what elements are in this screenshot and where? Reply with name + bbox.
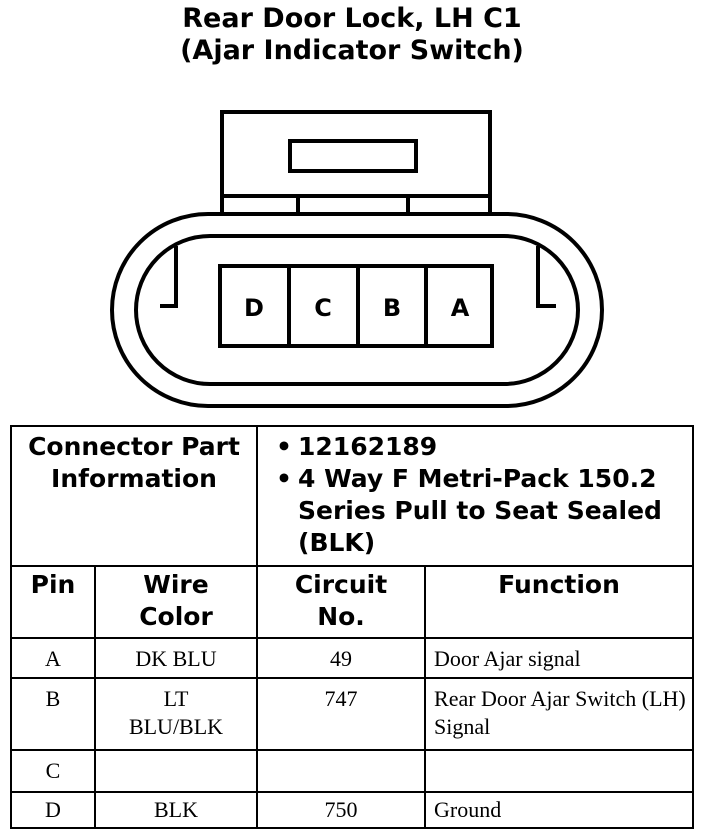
connector-face-diagram: D C B A bbox=[110, 110, 604, 408]
table-row: C bbox=[10, 749, 695, 793]
row-b-circuit-cell: 747 bbox=[256, 677, 427, 751]
row-a-wire: DK BLU bbox=[135, 646, 217, 671]
row-a-function-cell: Door Ajar signal bbox=[424, 637, 695, 679]
header-row: Pin Wire Color Circuit No. Function bbox=[10, 565, 695, 639]
diagram-title: Rear Door Lock, LH C1 bbox=[182, 3, 522, 34]
row-c-circuit-cell bbox=[256, 749, 427, 793]
header-function: Function bbox=[498, 570, 620, 599]
part-info-values-cell: 12162189 4 Way F Metri-Pack 150.2 Series… bbox=[256, 425, 695, 567]
connector-info-table: Connector Part Information 12162189 4 Wa… bbox=[9, 425, 695, 829]
latch-slot bbox=[288, 139, 418, 173]
header-circuit: Circuit No. bbox=[294, 570, 388, 631]
part-info-label: Connector Part Information bbox=[28, 432, 240, 493]
row-c-wire bbox=[96, 751, 256, 757]
header-wire-cell: Wire Color bbox=[93, 565, 259, 639]
row-d-circuit: 750 bbox=[324, 797, 358, 822]
diagram-subtitle: (Ajar Indicator Switch) bbox=[180, 35, 524, 66]
row-d-wire-cell: BLK bbox=[93, 791, 259, 829]
row-a-wire-cell: DK BLU bbox=[93, 637, 259, 679]
row-d-wire: BLK bbox=[154, 797, 198, 822]
row-d-function-cell: Ground bbox=[424, 791, 695, 829]
row-c-function bbox=[426, 751, 692, 757]
pin-label-d: D bbox=[244, 294, 264, 322]
part-info-label-cell: Connector Part Information bbox=[9, 425, 259, 567]
row-d-circuit-cell: 750 bbox=[256, 791, 427, 829]
row-c-pin-cell: C bbox=[10, 749, 96, 793]
part-description: 4 Way F Metri-Pack 150.2 Series Pull to … bbox=[276, 463, 692, 559]
row-a-pin-cell: A bbox=[10, 637, 96, 679]
table-row: B LT BLU/BLK 747 Rear Door Ajar Switch (… bbox=[10, 677, 695, 751]
row-a-circuit-cell: 49 bbox=[256, 637, 427, 679]
row-c-pin: C bbox=[45, 758, 61, 783]
row-b-circuit: 747 bbox=[324, 686, 358, 711]
pin-label-b: B bbox=[383, 294, 401, 322]
connector-inner-wall bbox=[134, 234, 580, 386]
header-pin: Pin bbox=[30, 570, 76, 599]
table-row: D BLK 750 Ground bbox=[10, 791, 695, 829]
row-a-pin: A bbox=[45, 646, 61, 671]
row-d-function: Ground bbox=[434, 797, 502, 822]
pin-label-a: A bbox=[451, 294, 470, 322]
right-key bbox=[536, 246, 556, 308]
part-number: 12162189 bbox=[276, 431, 692, 463]
latch-housing bbox=[220, 110, 492, 224]
row-a-circuit: 49 bbox=[330, 646, 353, 671]
part-info-row: Connector Part Information 12162189 4 Wa… bbox=[9, 425, 695, 567]
pin-label-c: C bbox=[314, 294, 332, 322]
row-b-pin: B bbox=[45, 686, 61, 711]
row-b-wire: LT BLU/BLK bbox=[128, 686, 224, 739]
row-c-circuit bbox=[258, 751, 424, 757]
row-b-pin-cell: B bbox=[10, 677, 96, 751]
row-b-function: Rear Door Ajar Switch (LH) Signal bbox=[434, 686, 686, 739]
row-b-function-cell: Rear Door Ajar Switch (LH) Signal bbox=[424, 677, 695, 751]
part-info-list: 12162189 4 Way F Metri-Pack 150.2 Series… bbox=[258, 427, 692, 565]
header-wire-color: Wire Color bbox=[139, 570, 213, 631]
header-function-cell: Function bbox=[424, 565, 695, 639]
row-b-wire-cell: LT BLU/BLK bbox=[93, 677, 259, 751]
row-a-function: Door Ajar signal bbox=[434, 646, 581, 671]
left-key bbox=[160, 246, 178, 308]
header-pin-cell: Pin bbox=[10, 565, 96, 639]
header-circuit-cell: Circuit No. bbox=[256, 565, 427, 639]
row-d-pin: D bbox=[45, 797, 61, 822]
row-d-pin-cell: D bbox=[10, 791, 96, 829]
table-row: A DK BLU 49 Door Ajar signal bbox=[10, 637, 695, 679]
row-c-wire-cell bbox=[93, 749, 259, 793]
row-c-function-cell bbox=[424, 749, 695, 793]
